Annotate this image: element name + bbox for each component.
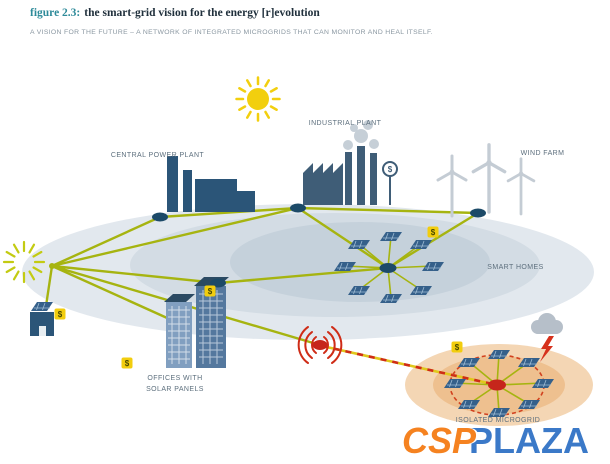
broken-link-line: [321, 344, 498, 387]
solar-panel-icon: [30, 301, 54, 312]
svg-text:$: $: [125, 359, 130, 368]
label-isolated-microgrid: ISOLATED MICROGRID: [455, 417, 541, 424]
figure-title: figure 2.3:the smart-grid vision for the…: [30, 7, 320, 19]
central-power-plant-icon: [167, 156, 255, 212]
meter-badge-icon: $: [54, 308, 66, 320]
network-line: [50, 264, 178, 324]
signal-waves-icon: [297, 326, 343, 364]
meter-badge-icon: $: [451, 341, 463, 353]
label-central-power-plant: CENTRAL POWER PLANT: [110, 152, 205, 159]
meter-icon: $: [382, 161, 398, 205]
meter-badge-icon: $: [427, 226, 439, 238]
network-line: [50, 215, 162, 268]
smart-homes-cluster: [333, 231, 445, 304]
industrial-plant-icon: $: [303, 120, 398, 205]
plaza-logo-text: PLAZA: [469, 420, 590, 461]
lightning-bolt-icon: [540, 336, 554, 362]
cloud-lightning-icon: [531, 313, 563, 362]
hub-node: [49, 263, 55, 269]
network-node: [210, 278, 226, 288]
isolated-microgrid-cluster: [443, 349, 555, 418]
figure-title-text: the smart-grid vision for the energy [r]…: [84, 7, 320, 19]
network-line: [216, 266, 390, 285]
svg-text:$: $: [388, 165, 393, 174]
label-smart-homes: SMART HOMES: [487, 264, 544, 271]
label-industrial-plant: INDUSTRIAL PLANT: [308, 120, 382, 127]
wind-turbine-icon: [436, 154, 468, 218]
network-line: [386, 211, 480, 270]
small-building-icon: [30, 301, 54, 336]
broken-connection-icon: [297, 326, 343, 364]
svg-text:$: $: [455, 343, 460, 352]
network-line: [50, 206, 300, 268]
smart-homes-hub-node: [379, 263, 397, 273]
network-nodes: [152, 203, 486, 288]
network-line: [50, 264, 220, 285]
csp-plaza-watermark: CSP PLAZA: [402, 420, 589, 462]
meter-badge-icon: $: [121, 357, 133, 369]
svg-text:$: $: [208, 287, 213, 296]
network-line: [158, 206, 300, 219]
svg-text:$: $: [58, 310, 63, 319]
grid-hub-burst-icon: [2, 240, 46, 284]
network-node: [290, 203, 306, 213]
wind-turbine-icon: [506, 157, 536, 216]
isolated-hub-node: [488, 379, 506, 391]
network-line: [296, 206, 390, 270]
fault-node: [312, 340, 328, 350]
sun-icon: [235, 76, 281, 122]
meter-badge-icon: $: [204, 285, 216, 297]
network-node: [470, 208, 486, 218]
network-line: [44, 264, 54, 308]
label-wind-farm: WIND FARM: [520, 150, 565, 157]
figure-subtitle: A VISION FOR THE FUTURE – A NETWORK OF I…: [30, 29, 433, 36]
csp-logo-text: CSP: [402, 420, 477, 461]
network-line: [296, 206, 480, 215]
figure-number-label: figure 2.3:: [30, 7, 81, 19]
label-offices-with-solar-panels: OFFICES WITH SOLAR PANELS: [146, 375, 204, 393]
network-node: [152, 212, 168, 222]
svg-text:$: $: [431, 228, 436, 237]
